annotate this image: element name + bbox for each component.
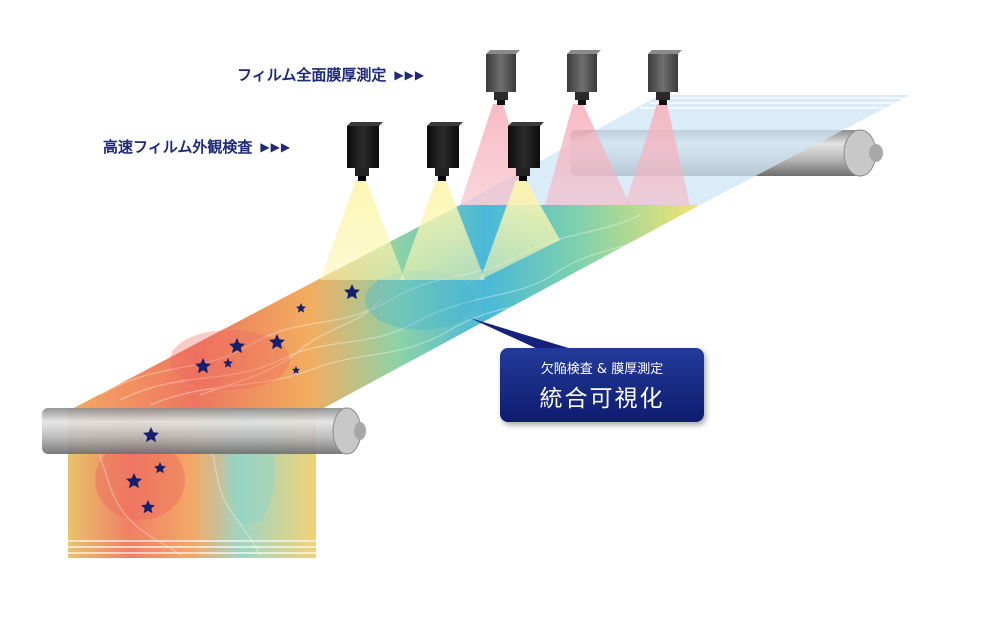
integrated-visualization-callout: 欠陥検査 & 膜厚測定 統合可視化 xyxy=(500,348,704,422)
appearance-inspect-label: 高速フィルム外観検査 ▶▶▶ xyxy=(103,136,291,157)
arrow-right-icon: ▶▶▶ xyxy=(394,68,425,82)
callout-subtitle: 欠陥検査 & 膜厚測定 xyxy=(500,358,704,377)
appearance-camera-2 xyxy=(427,122,463,181)
thickness-camera-2 xyxy=(567,50,601,105)
appearance-camera-1 xyxy=(347,122,383,181)
callout-title: 統合可視化 xyxy=(500,379,704,413)
left-roller xyxy=(42,408,366,454)
thickness-camera-1 xyxy=(486,50,520,105)
thickness-measure-text: フィルム全面膜厚測定 xyxy=(237,64,386,85)
thickness-beams xyxy=(460,104,690,205)
thickness-measure-label: フィルム全面膜厚測定 ▶▶▶ xyxy=(237,64,425,85)
arrow-right-icon: ▶▶▶ xyxy=(260,140,291,154)
appearance-inspect-text: 高速フィルム外観検査 xyxy=(103,136,252,157)
